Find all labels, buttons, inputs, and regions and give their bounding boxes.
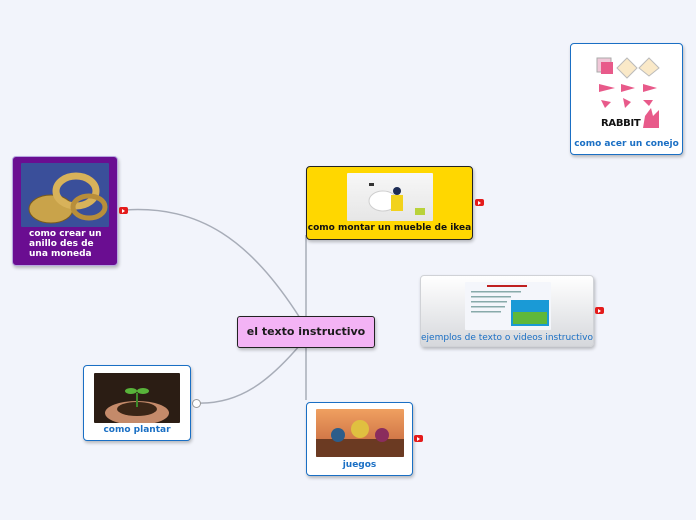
conejo-image: RABBIT (587, 52, 667, 132)
anillo-image (21, 163, 109, 227)
conejo-label: como acer un conejo (574, 139, 679, 149)
plant-hands-illustration (105, 388, 169, 423)
rabbit-image-text: RABBIT (601, 118, 641, 129)
ejemplos-image (465, 282, 551, 330)
youtube-icon[interactable] (414, 435, 423, 442)
juegos-image (316, 409, 404, 457)
ejemplos-label: ejemplos de texto o videos instructivo (421, 333, 593, 343)
plantar-image (94, 373, 180, 423)
connector-anillo (123, 208, 301, 319)
connector-plantar (195, 344, 301, 404)
ikea-label: como montar un mueble de ikea (307, 223, 472, 233)
ikea-illustration (368, 183, 425, 215)
plantar-label: como plantar (103, 425, 171, 435)
topic-anillo[interactable]: como crear un anillo des de una moneda (12, 156, 118, 266)
text-document-illustration (471, 285, 549, 326)
topic-plantar[interactable]: como plantar (83, 365, 191, 441)
game-scene-illustration (316, 420, 404, 457)
central-topic-label: el texto instructivo (246, 325, 366, 338)
anillo-label: como crear un anillo des de una moneda (29, 229, 102, 259)
ikea-video-thumbnail (347, 173, 433, 221)
attachment-icon[interactable] (192, 399, 201, 408)
youtube-icon[interactable] (119, 207, 128, 214)
origami-rabbit-illustration (596, 57, 660, 128)
topic-ikea[interactable]: como montar un mueble de ikea (306, 166, 473, 240)
topic-ejemplos[interactable]: ejemplos de texto o videos instructivo (420, 275, 594, 347)
topic-juegos[interactable]: juegos (306, 402, 413, 476)
coin-ring-illustration (28, 172, 108, 224)
juegos-label: juegos (342, 460, 377, 470)
topic-conejo[interactable]: RABBIT como acer un conejo (570, 43, 683, 155)
youtube-icon[interactable] (475, 199, 484, 206)
youtube-icon[interactable] (595, 307, 604, 314)
central-topic[interactable]: el texto instructivo (237, 316, 375, 348)
